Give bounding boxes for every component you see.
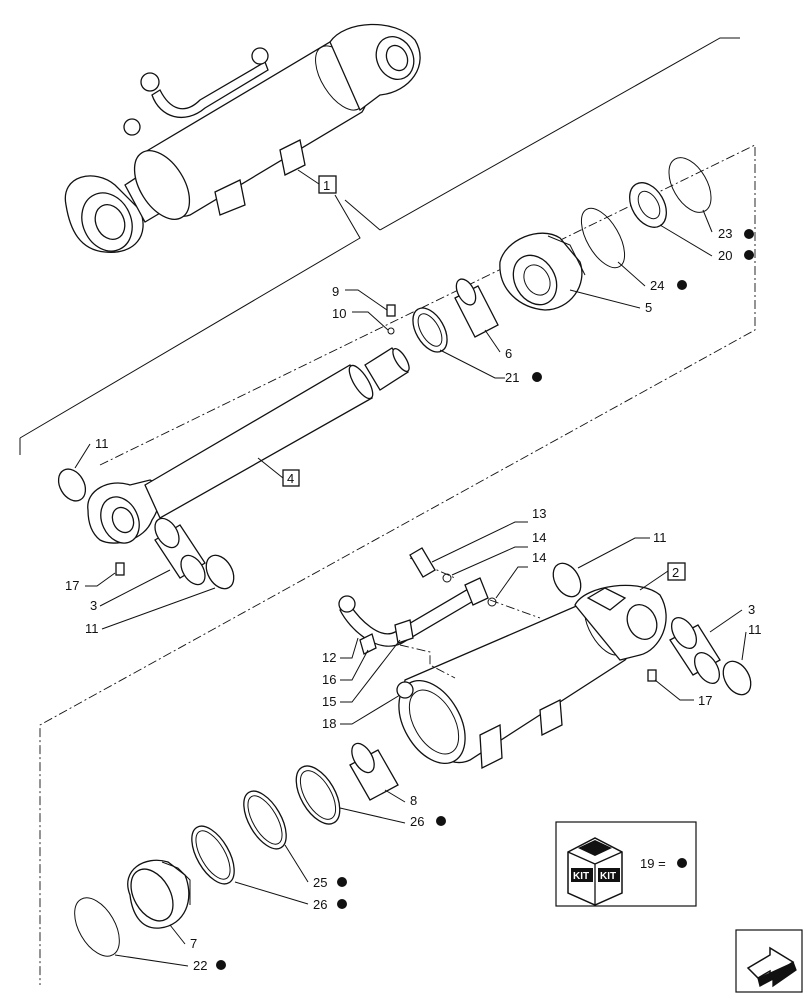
label-item-11-a: 11 [95, 436, 109, 451]
label-item-17-b: 17 [698, 693, 712, 708]
label-item-16: 16 [322, 672, 336, 687]
grease-fitting-9 [386, 304, 396, 317]
ball-10 [387, 327, 395, 335]
label-item-2: 2 [672, 565, 679, 580]
item-1-box [318, 175, 337, 194]
o-ring-22 [74, 897, 120, 957]
grease-fitting-17-left [115, 562, 125, 576]
washer-14-a [442, 573, 452, 583]
label-item-22: 22 [193, 958, 207, 973]
kit-box-icon [567, 837, 623, 906]
label-item-11-c: 11 [653, 530, 667, 545]
label-item-6: 6 [505, 346, 512, 361]
kit-dot-24 [677, 280, 687, 290]
seal-26-lower [191, 825, 235, 885]
ring-11-upper-right [552, 562, 582, 598]
label-item-5: 5 [645, 300, 652, 315]
label-item-14-b: 14 [532, 550, 546, 565]
cylinder-assembly-illustration [64, 23, 421, 253]
kit-dot-26-b [337, 899, 347, 909]
kit-dot-26-a [436, 816, 446, 826]
ring-11-lower-left [205, 554, 235, 590]
label-item-26-b: 26 [313, 897, 327, 912]
ring-11-right [722, 660, 752, 696]
label-item-8: 8 [410, 793, 417, 808]
arrow-icon[interactable] [735, 929, 803, 993]
barrel-illustration [398, 584, 667, 770]
label-item-9: 9 [332, 284, 339, 299]
o-ring-23 [668, 157, 712, 213]
label-item-14-a: 14 [532, 530, 546, 545]
fitting-13 [409, 547, 436, 578]
ring-11-top-left [57, 468, 87, 502]
dash-line-main [39, 144, 756, 985]
seal-25 [243, 790, 287, 850]
washer-14-b [487, 597, 497, 607]
label-item-26-a: 26 [410, 814, 424, 829]
label-item-11-d: 11 [748, 622, 762, 637]
label-item-7: 7 [190, 936, 197, 951]
label-item-1: 1 [323, 178, 330, 193]
kit-dot-25 [337, 877, 347, 887]
seal-26-upper [295, 765, 341, 825]
ring-20 [629, 182, 667, 228]
label-item-18: 18 [322, 716, 336, 731]
label-item-3-b: 3 [748, 602, 755, 617]
kit-dot-23 [744, 229, 754, 239]
kit-dot-20 [744, 250, 754, 260]
o-ring-24 [580, 207, 626, 269]
label-item-17-a: 17 [65, 578, 79, 593]
kit-legend-dot [677, 858, 687, 868]
frame-edge-top [19, 194, 361, 439]
piston-7 [127, 859, 191, 929]
label-item-23: 23 [718, 226, 732, 241]
kit-dot-22 [216, 960, 226, 970]
frame-edge-right [379, 37, 740, 231]
kit-dot-21 [532, 372, 542, 382]
kit-legend-equation: 19 = [640, 856, 666, 871]
label-item-4: 4 [287, 471, 294, 486]
port-18 [396, 681, 414, 699]
label-item-21: 21 [505, 370, 519, 385]
piston-rod-illustration [87, 347, 410, 544]
label-item-25: 25 [313, 875, 327, 890]
pipe-assembly-illustration [338, 577, 489, 655]
label-item-10: 10 [332, 306, 346, 321]
label-item-20: 20 [718, 248, 732, 263]
label-item-13: 13 [532, 506, 546, 521]
label-item-24: 24 [650, 278, 664, 293]
label-item-11-b: 11 [85, 621, 99, 636]
label-item-3-a: 3 [90, 598, 97, 613]
grease-fitting-17-right [647, 669, 657, 682]
label-item-12: 12 [322, 650, 336, 665]
kit-badge-left: KIT [573, 871, 589, 882]
kit-badge-right: KIT [600, 871, 616, 882]
kit-legend: KIT KIT 19 = [555, 821, 697, 907]
label-item-15: 15 [322, 694, 336, 709]
gland-5 [499, 232, 586, 311]
frame-connector [344, 199, 381, 231]
seal-21 [412, 307, 448, 353]
